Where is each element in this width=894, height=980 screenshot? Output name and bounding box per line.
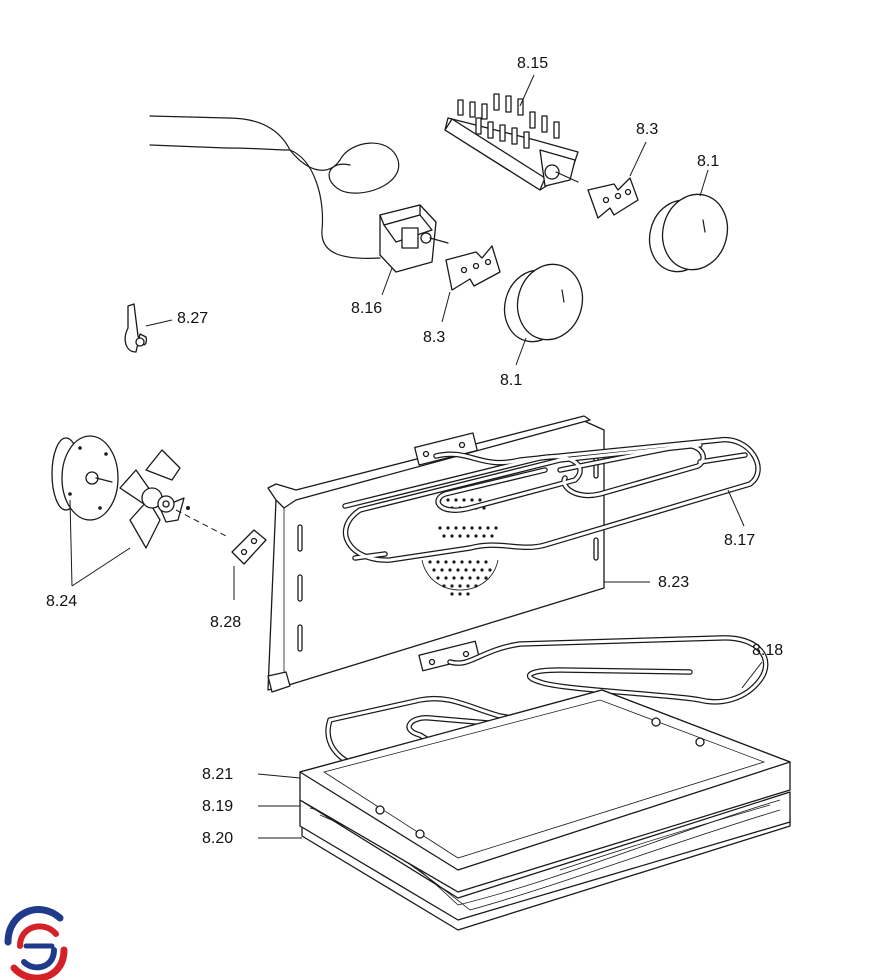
control-knob-lower bbox=[503, 263, 584, 343]
label-8-28: 8.28 bbox=[210, 614, 241, 631]
fan-motor-part bbox=[51, 435, 119, 521]
label-8-20: 8.20 bbox=[202, 830, 233, 847]
label-8-18: 8.18 bbox=[752, 642, 783, 659]
clip-part bbox=[124, 303, 148, 353]
switch-block-part bbox=[444, 93, 579, 191]
bezel-plate-lower bbox=[445, 245, 501, 291]
label-8-23: 8.23 bbox=[658, 574, 689, 591]
label-8-1-lower: 8.1 bbox=[500, 372, 522, 389]
label-8-1-upper: 8.1 bbox=[697, 153, 719, 170]
label-8-17: 8.17 bbox=[724, 532, 755, 549]
label-8-3-lower: 8.3 bbox=[423, 329, 445, 346]
label-8-21: 8.21 bbox=[202, 766, 233, 783]
label-8-16: 8.16 bbox=[351, 300, 382, 317]
control-knob-upper bbox=[648, 193, 729, 273]
brand-logo-icon bbox=[4, 906, 68, 980]
thermostat-part bbox=[149, 115, 449, 273]
fan-gasket-part bbox=[231, 529, 267, 565]
fan-blade-part bbox=[119, 449, 190, 549]
label-8-15: 8.15 bbox=[517, 55, 548, 72]
label-8-24: 8.24 bbox=[46, 593, 77, 610]
label-8-3-upper: 8.3 bbox=[636, 121, 658, 138]
label-8-19: 8.19 bbox=[202, 798, 233, 815]
bottom-plate-stack bbox=[299, 689, 791, 931]
upper-heating-element bbox=[342, 437, 761, 563]
bezel-plate-upper bbox=[587, 177, 639, 219]
label-8-27: 8.27 bbox=[177, 310, 208, 327]
